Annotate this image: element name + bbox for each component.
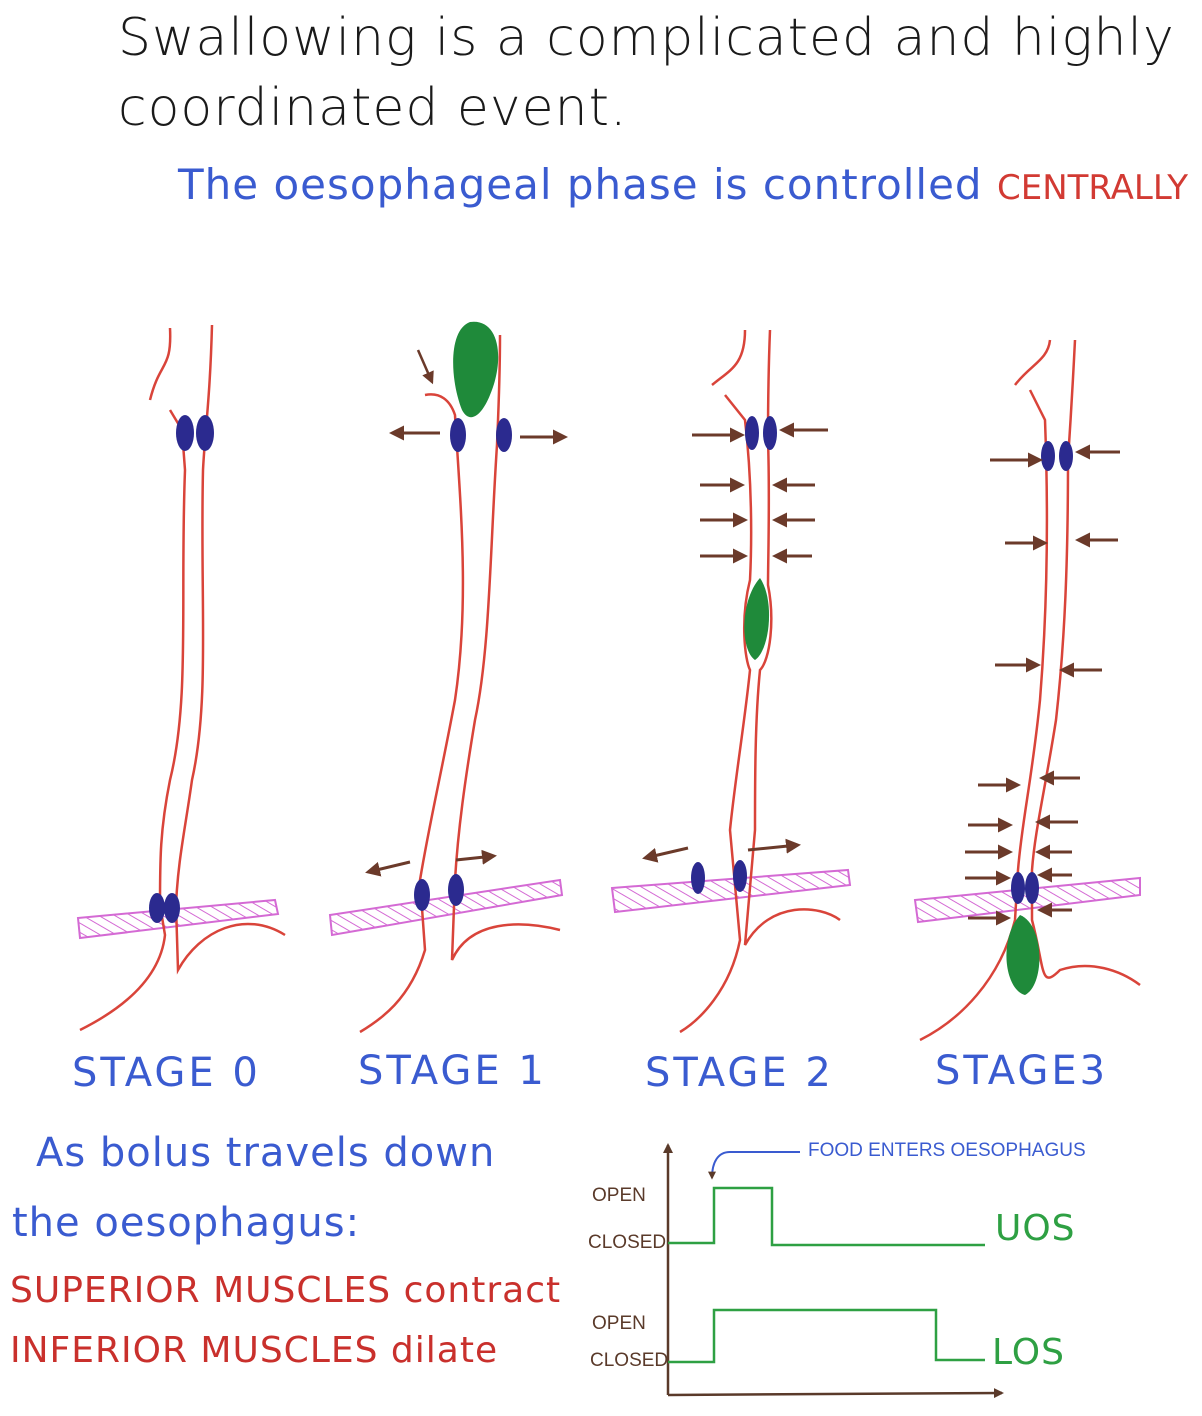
subtitle-main: The oesophageal phase is controlled xyxy=(178,160,983,209)
note-line-4: INFERIOR MUSCLES dilate xyxy=(10,1330,499,1371)
stage-3-los-right xyxy=(1025,872,1039,904)
stage-1-arrow-entry xyxy=(416,349,434,385)
note-line-2: the oesophagus: xyxy=(12,1200,361,1246)
stage-1-uos-right xyxy=(496,418,512,452)
stage-2-arrow-los-left xyxy=(642,846,689,863)
subtitle-emphasis: CENTRALLY xyxy=(996,168,1189,208)
stage-0-los-right xyxy=(164,893,180,923)
stage-1-uos-left xyxy=(450,418,466,452)
stage-0-diaphragm xyxy=(76,898,280,940)
stage-3-uos-right xyxy=(1059,441,1073,471)
stage-1-bolus xyxy=(453,321,499,418)
stage-2-drawing xyxy=(610,329,852,1034)
stage-2-bolus xyxy=(744,578,770,660)
stage-1-los-left xyxy=(414,879,430,911)
title-line-2: coordinated event. xyxy=(118,78,628,138)
stage-2-diaphragm xyxy=(610,868,852,914)
stage-0-uos-right xyxy=(196,415,214,451)
stage-1-wall-left xyxy=(359,393,465,1034)
graph-annotation: FOOD ENTERS OESOPHAGUS xyxy=(808,1140,1086,1161)
subtitle: The oesophageal phase is controlled CENT… xyxy=(178,160,1188,209)
graph-x-axis xyxy=(667,1388,1004,1399)
graph-annotation-arrow xyxy=(708,1151,800,1180)
stage-2-los-right xyxy=(733,860,747,892)
stage-3-drawing xyxy=(913,339,1141,1042)
stage-0-wall-left xyxy=(79,327,187,1032)
graph-uos-open: OPEN xyxy=(592,1185,646,1206)
stage-3-uos-left xyxy=(1041,441,1055,471)
graph-los-closed: CLOSED xyxy=(590,1350,669,1371)
graph-los-label: LOS xyxy=(992,1332,1065,1373)
stage-1-arrow-los-right xyxy=(455,849,497,865)
stage-3-bolus xyxy=(1006,915,1040,995)
stage-3-wall-left xyxy=(919,339,1052,1042)
graph-uos-trace xyxy=(668,1186,985,1247)
stage-0-drawing xyxy=(76,324,286,1032)
stage-1-label: STAGE 1 xyxy=(358,1048,547,1094)
graph-uos-label: UOS xyxy=(995,1208,1076,1249)
stage-1-diaphragm xyxy=(328,878,564,937)
stage-3-los-left xyxy=(1011,872,1025,904)
stage-3-label: STAGE3 xyxy=(935,1048,1109,1094)
graph-uos-closed: CLOSED xyxy=(588,1232,667,1253)
stage-0-uos-left xyxy=(176,415,194,451)
stage-2-label: STAGE 2 xyxy=(645,1050,834,1096)
stage-2-los-left xyxy=(691,862,705,894)
stage-0-los-left xyxy=(149,893,165,923)
stage-0-wall-right xyxy=(174,324,286,975)
stage-2-arrow-los-right xyxy=(747,838,801,854)
graph-los-trace xyxy=(668,1308,985,1364)
stage-1-arrow-los-left xyxy=(365,860,411,877)
stage-1-drawing xyxy=(328,321,568,1034)
stage-2-uos-right xyxy=(763,416,777,450)
stage-2-uos-left xyxy=(745,416,759,450)
stage-2-wall-left xyxy=(679,329,753,1034)
note-line-1: As bolus travels down xyxy=(36,1130,496,1176)
graph-los-open: OPEN xyxy=(592,1313,646,1334)
note-line-3: SUPERIOR MUSCLES contract xyxy=(10,1270,562,1311)
stage-1-los-right xyxy=(448,874,464,906)
title-line-1: Swallowing is a complicated and highly xyxy=(118,8,1175,68)
sphincter-timing-graph xyxy=(663,1143,1004,1399)
stage-0-label: STAGE 0 xyxy=(72,1050,261,1096)
